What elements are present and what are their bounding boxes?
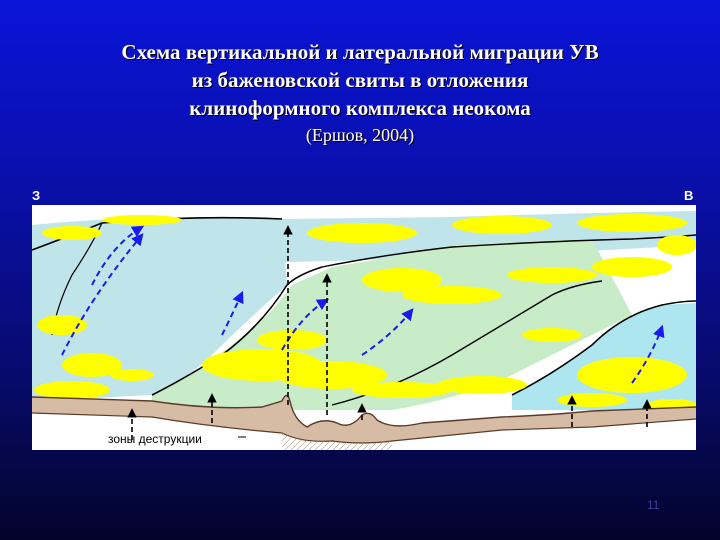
- destruction-zones-label: зоны деструкции: [108, 432, 202, 446]
- lateral-migration-arrow: [631, 324, 665, 384]
- title-line: клиноформного комплекса неокома: [189, 96, 531, 120]
- slide-title: Схема вертикальной и латеральной миграци…: [60, 38, 660, 122]
- east-direction-label: В: [684, 188, 694, 203]
- west-direction-label: З: [32, 188, 41, 203]
- clinoform-boundary: [511, 300, 696, 396]
- slide-subtitle: (Ершов, 2004): [305, 125, 415, 145]
- lateral-migration-arrow: [221, 290, 244, 336]
- cross-section-svg: [32, 205, 696, 450]
- geological-cross-section: [32, 205, 696, 450]
- title-line: из баженовской свиты в отложения: [191, 68, 529, 92]
- clinoform-boundary: [151, 266, 323, 396]
- lateral-migration-arrow: [281, 298, 330, 351]
- lateral-migration-arrow: [91, 225, 145, 286]
- vertical-migration-arrows: [127, 225, 652, 440]
- basement-hatch: [282, 433, 392, 450]
- sand-bodies: [34, 214, 696, 411]
- page-number: 11: [647, 498, 660, 512]
- lateral-migration-arrow: [361, 308, 414, 356]
- clinoform-boundary: [321, 234, 696, 268]
- basement-layer: [32, 395, 696, 443]
- lateral-migration-arrows: [61, 225, 665, 384]
- title-line: Схема вертикальной и латеральной миграци…: [121, 40, 599, 64]
- lateral-migration-arrow: [61, 233, 144, 356]
